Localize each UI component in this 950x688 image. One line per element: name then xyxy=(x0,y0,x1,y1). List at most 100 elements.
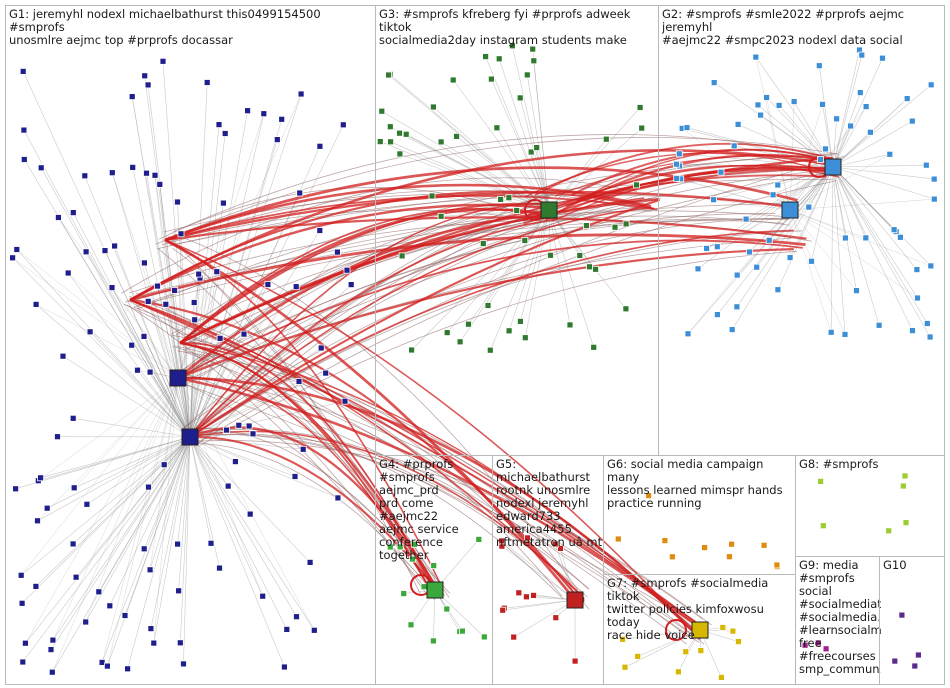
edge xyxy=(180,436,191,643)
graph-node xyxy=(280,663,288,671)
cross-edge xyxy=(198,250,798,447)
edge xyxy=(789,209,846,335)
graph-node xyxy=(718,674,725,681)
graph-node xyxy=(903,95,911,102)
edge xyxy=(62,355,191,438)
edge xyxy=(189,133,226,438)
graph-node xyxy=(801,641,809,649)
graph-node xyxy=(728,540,735,548)
graph-node xyxy=(140,332,148,340)
hub-node xyxy=(824,158,842,176)
graph-node xyxy=(95,588,103,596)
group-label-g9: G9: media #smprofs social #socialmediat.… xyxy=(799,559,881,676)
graph-node xyxy=(86,328,94,336)
graph-node xyxy=(144,81,152,89)
graph-node xyxy=(408,346,416,354)
edge xyxy=(189,119,282,438)
edge xyxy=(832,166,931,338)
graph-node xyxy=(37,164,45,172)
edge xyxy=(47,436,191,509)
graph-node xyxy=(437,138,445,146)
edge xyxy=(154,175,191,438)
graph-node xyxy=(827,328,835,336)
edge xyxy=(411,209,550,351)
edge xyxy=(35,304,179,379)
edge xyxy=(40,167,191,438)
edge xyxy=(177,284,269,379)
graph-node xyxy=(82,248,90,256)
edge xyxy=(72,436,191,545)
graph-node xyxy=(396,129,403,137)
hub-node xyxy=(566,591,584,609)
graph-node xyxy=(735,638,742,645)
group-label-g10: G10 xyxy=(883,559,907,572)
graph-node xyxy=(171,286,179,294)
graph-node xyxy=(753,263,761,271)
edge xyxy=(153,436,191,644)
graph-node xyxy=(714,311,721,319)
graph-node xyxy=(498,537,506,545)
graph-node xyxy=(521,334,529,342)
graph-node xyxy=(527,148,535,156)
edge xyxy=(149,436,191,570)
graph-node xyxy=(385,71,393,79)
edge xyxy=(755,56,834,168)
graph-node xyxy=(523,593,530,601)
graph-node xyxy=(694,265,702,273)
edge xyxy=(50,436,191,650)
graph-node xyxy=(754,101,762,109)
strong-edge xyxy=(164,166,798,242)
graph-node xyxy=(297,90,305,98)
graph-node xyxy=(273,136,281,144)
graph-node xyxy=(398,252,406,260)
graph-node xyxy=(529,45,537,53)
graph-node xyxy=(611,223,619,231)
graph-node xyxy=(283,626,291,633)
edge xyxy=(12,257,191,438)
graph-node xyxy=(901,472,909,480)
graph-node xyxy=(407,621,415,629)
graph-node xyxy=(576,252,584,259)
edge xyxy=(149,377,179,570)
edge xyxy=(177,278,201,379)
graph-node xyxy=(72,573,80,581)
edge xyxy=(52,377,179,673)
group-box-g6: G6: social media campaign many lessons l… xyxy=(603,455,796,575)
group-label-g6: G6: social media campaign many lessons l… xyxy=(607,458,783,510)
edge xyxy=(74,436,191,489)
graph-node xyxy=(430,562,438,569)
edge xyxy=(832,166,846,335)
edge xyxy=(38,377,179,481)
graph-node xyxy=(760,541,768,549)
graph-node xyxy=(817,477,824,485)
graph-node xyxy=(923,320,931,327)
edge xyxy=(75,436,191,578)
graph-node xyxy=(310,626,318,634)
edge xyxy=(189,436,315,631)
graph-node xyxy=(879,54,886,62)
graph-node xyxy=(402,130,410,138)
group-label-g2: G2: #smprofs #smle2022 #prprofs aejmc je… xyxy=(662,8,905,47)
graph-node xyxy=(499,606,507,614)
edge xyxy=(832,166,935,180)
graph-node xyxy=(121,612,129,619)
graph-node xyxy=(223,426,230,434)
edge xyxy=(24,159,191,438)
graph-node xyxy=(815,62,823,70)
graph-node xyxy=(101,247,109,255)
graph-node xyxy=(409,555,417,563)
graph-node xyxy=(245,422,253,430)
edge xyxy=(21,436,191,576)
graph-node xyxy=(176,639,184,647)
graph-node xyxy=(841,330,849,338)
graph-node xyxy=(819,522,827,530)
graph-node xyxy=(675,668,682,676)
graph-node xyxy=(443,329,451,337)
graph-node xyxy=(856,89,864,96)
edge xyxy=(58,217,179,379)
graph-node xyxy=(911,662,919,670)
graph-node xyxy=(583,222,590,230)
edge xyxy=(16,249,191,438)
cross-edge xyxy=(187,217,786,436)
edge xyxy=(830,166,834,333)
